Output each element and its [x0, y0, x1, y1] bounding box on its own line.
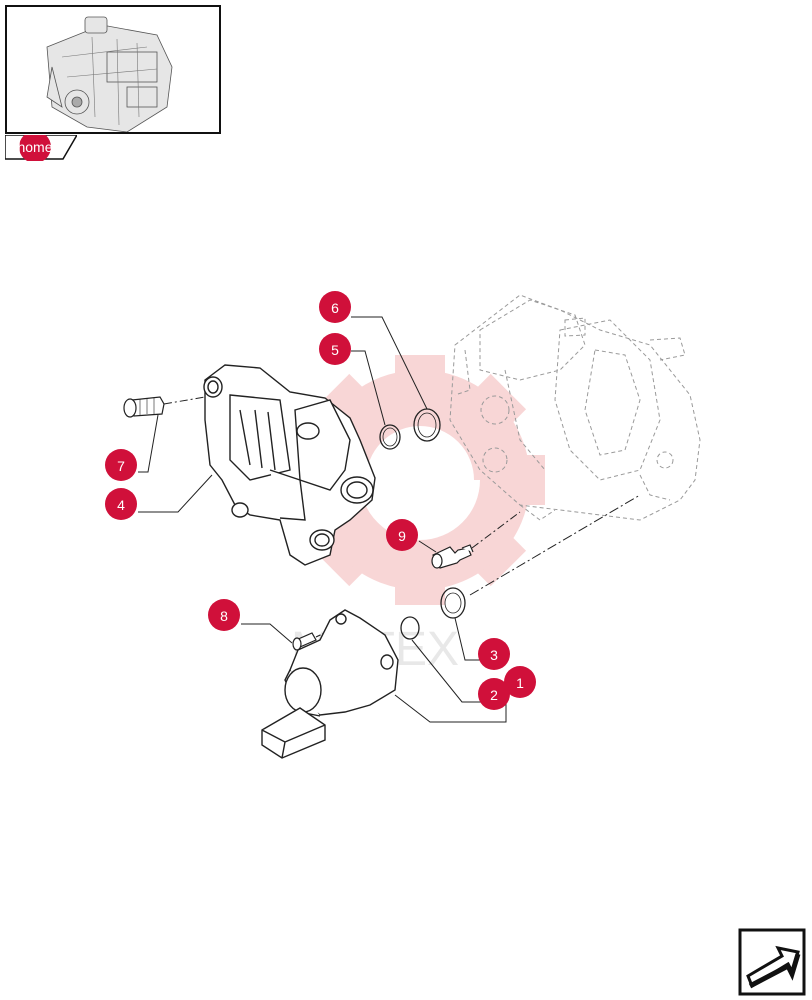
o-ring-5	[379, 424, 401, 450]
callout-7[interactable]: 7	[105, 449, 137, 481]
callout-number: 3	[490, 647, 498, 663]
callout-bubble	[319, 333, 351, 365]
home-tab-label: home	[17, 139, 53, 155]
callout-number: 5	[331, 342, 339, 358]
next-page-button[interactable]	[738, 928, 806, 996]
callout-4[interactable]: 4	[105, 488, 137, 520]
callout-9[interactable]: 9	[386, 519, 418, 551]
pressure-valve-1	[261, 609, 399, 759]
callout-1[interactable]: 1	[504, 666, 536, 698]
callout-bubble	[386, 519, 418, 551]
callout-number: 8	[220, 608, 228, 624]
o-ring-6	[413, 408, 441, 442]
callout-number: 1	[516, 675, 524, 691]
callout-6[interactable]: 6	[319, 291, 351, 323]
callout-3[interactable]: 3	[478, 638, 510, 670]
engine-thumbnail[interactable]	[5, 5, 221, 134]
ghost-pump-body	[449, 294, 701, 521]
home-tab[interactable]	[5, 135, 77, 161]
sensor-9	[431, 544, 474, 569]
seal-3	[440, 587, 466, 619]
watermark-text: MHTEX	[291, 623, 459, 676]
callout-number: 6	[331, 300, 339, 316]
callout-bubble	[208, 599, 240, 631]
callout-number: 7	[117, 458, 125, 474]
engine-thumbnail-icon	[46, 16, 173, 133]
pump-housing-4	[203, 364, 376, 566]
callout-bubble	[478, 678, 510, 710]
callout-bubble	[105, 449, 137, 481]
callout-number: 4	[117, 497, 125, 513]
callout-2[interactable]: 2	[478, 678, 510, 710]
callout-8[interactable]: 8	[208, 599, 240, 631]
watermark-gear	[295, 355, 545, 605]
callouts: 6 5 7 4 9 8 3 1 2	[105, 291, 536, 710]
callout-bubble	[504, 666, 536, 698]
callout-5[interactable]: 5	[319, 333, 351, 365]
next-page-arrow-icon	[738, 928, 806, 996]
callout-number: 9	[398, 528, 406, 544]
callout-bubble	[105, 488, 137, 520]
callout-bubble	[478, 638, 510, 670]
callout-bubble	[319, 291, 351, 323]
bolt-7	[123, 396, 165, 418]
bolt-8	[292, 627, 336, 651]
leader-lines	[138, 316, 507, 723]
callout-number: 2	[490, 687, 498, 703]
o-ring-2	[400, 616, 420, 640]
